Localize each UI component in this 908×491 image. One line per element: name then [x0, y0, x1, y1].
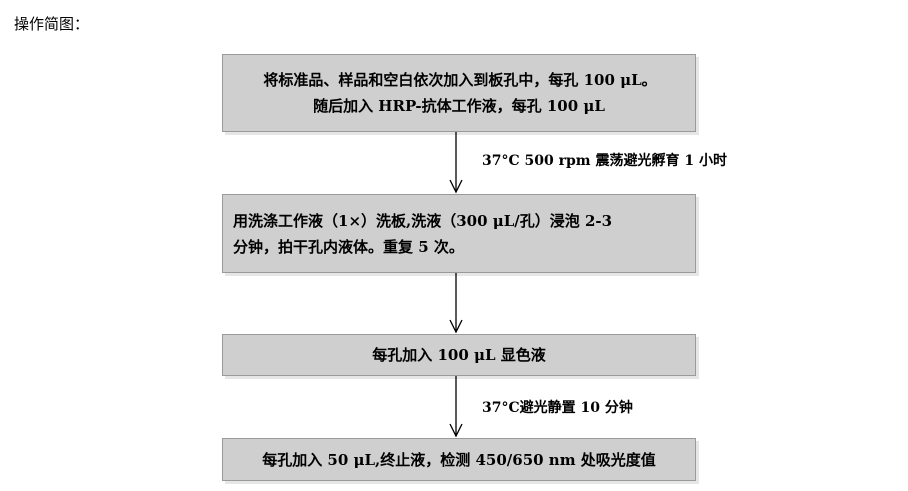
step-2-line-1: 用洗涤工作液（1×）洗板,洗液（300 μL/孔）浸泡 2-3	[233, 211, 613, 230]
step-box-3: 每孔加入 100 μL 显色液	[222, 334, 696, 376]
connector-label-3: 37°C避光静置 10 分钟	[482, 400, 633, 416]
step-2-line-2: 分钟，拍干孔内液体。重复 5 次。	[233, 237, 464, 256]
step-box-4: 每孔加入 50 μL,终止液，检测 450/650 nm 处吸光度值	[222, 438, 696, 481]
step-3-line-1: 每孔加入 100 μL 显色液	[372, 346, 546, 364]
connector-label-1: 37°C 500 rpm 震荡避光孵育 1 小时	[482, 153, 727, 169]
page-title: 操作简图：	[14, 15, 90, 33]
step-4-line-1: 每孔加入 50 μL,终止液，检测 450/650 nm 处吸光度值	[262, 450, 656, 469]
step-box-2: 用洗涤工作液（1×）洗板,洗液（300 μL/孔）浸泡 2-3 分钟，拍干孔内液…	[222, 194, 696, 273]
arrow-2-to-3	[449, 273, 463, 334]
step-1-line-2: 随后加入 HRP-抗体工作液，每孔 100 μL	[313, 97, 605, 115]
arrow-1-to-2	[449, 132, 463, 194]
step-1-line-1: 将标准品、样品和空白依次加入到板孔中，每孔 100 μL。	[263, 71, 657, 89]
arrow-3-to-4	[449, 376, 463, 438]
step-box-1: 将标准品、样品和空白依次加入到板孔中，每孔 100 μL。 随后加入 HRP-抗…	[222, 54, 696, 132]
